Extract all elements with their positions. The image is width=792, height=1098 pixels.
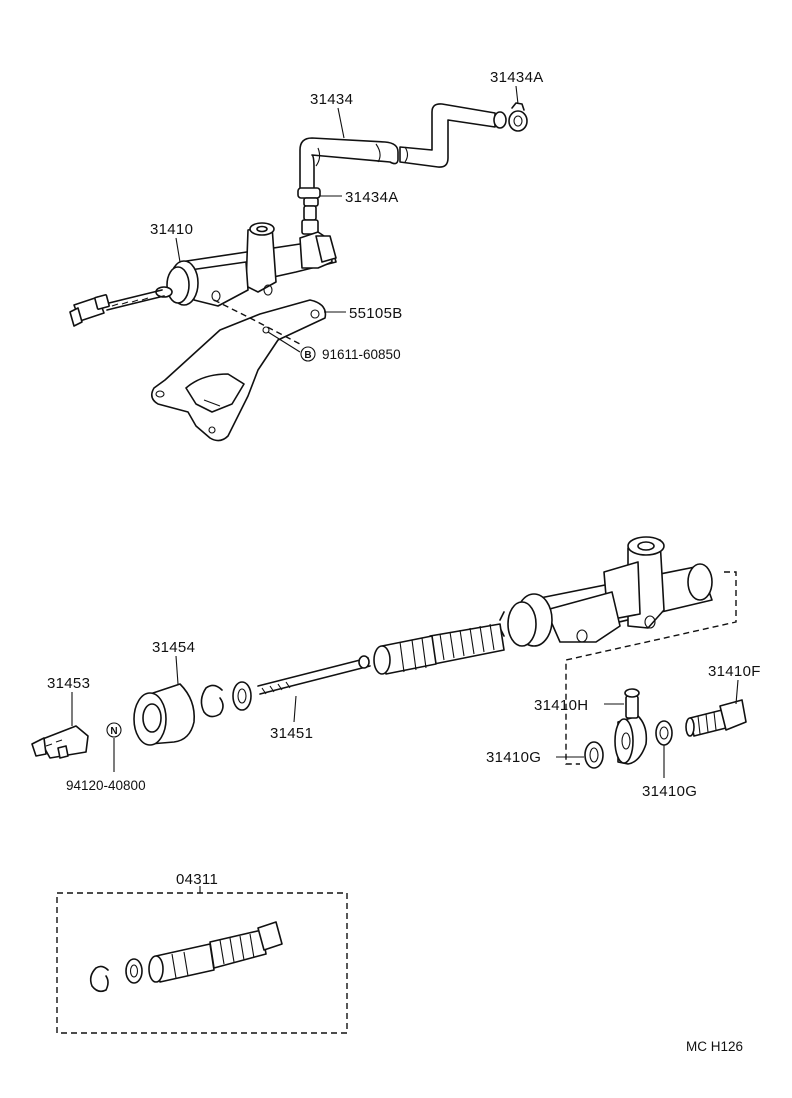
- leader-91611: [267, 331, 301, 353]
- label-31434A-mid[interactable]: 31434A: [345, 189, 399, 206]
- gasket-left[interactable]: [584, 741, 604, 769]
- leader-31434A-top: [515, 85, 519, 105]
- nut-marker-text: N: [110, 726, 117, 737]
- nut-marker-symbol: N: [106, 722, 122, 738]
- label-31451[interactable]: 31451: [270, 725, 313, 742]
- label-31410[interactable]: 31410: [150, 221, 193, 238]
- diagram-code: MC H126: [686, 1039, 743, 1054]
- master-cylinder-body[interactable]: [499, 536, 713, 647]
- union-bolt-31410F[interactable]: [685, 699, 747, 737]
- union-guide-line: [565, 571, 737, 765]
- leader-31454: [175, 655, 179, 685]
- label-31410F[interactable]: 31410F: [708, 663, 761, 680]
- kit-piston[interactable]: [148, 921, 283, 983]
- label-91611-60850[interactable]: 91611-60850: [322, 347, 401, 362]
- union-31410H[interactable]: [614, 688, 648, 765]
- label-31410G-right[interactable]: 31410G: [642, 783, 697, 800]
- reservoir-hose-31434[interactable]: [299, 103, 507, 191]
- leader-31410: [175, 237, 181, 263]
- piston-assembly[interactable]: [373, 623, 505, 675]
- kit-snap-ring[interactable]: [89, 965, 109, 993]
- kit-washer[interactable]: [125, 958, 143, 984]
- label-55105B[interactable]: 55105B: [349, 305, 403, 322]
- label-31453[interactable]: 31453: [47, 675, 90, 692]
- label-31410G-left[interactable]: 31410G: [486, 749, 541, 766]
- clevis-31453[interactable]: [31, 725, 89, 759]
- bolt-marker-text: B: [304, 350, 311, 361]
- label-31410H[interactable]: 31410H: [534, 697, 588, 714]
- label-04311[interactable]: 04311: [176, 871, 218, 888]
- hose-clip-mid[interactable]: [297, 187, 321, 207]
- label-31434A-top[interactable]: 31434A: [490, 69, 544, 86]
- push-rod-upper[interactable]: [69, 289, 165, 327]
- master-cylinder-body-upper[interactable]: [155, 222, 337, 307]
- leader-31451: [293, 695, 297, 723]
- leader-31434: [337, 107, 345, 139]
- bracket-guide-line: [213, 299, 301, 345]
- snap-ring[interactable]: [200, 684, 224, 718]
- bracket-55105B[interactable]: [150, 299, 327, 442]
- repair-kit-box: [56, 892, 348, 1034]
- leader-31410F: [735, 679, 739, 705]
- label-31454[interactable]: 31454: [152, 639, 195, 656]
- boot-31454[interactable]: [133, 683, 196, 746]
- inlet-fitting: [301, 205, 319, 235]
- push-rod-31451[interactable]: [232, 655, 371, 711]
- label-31434[interactable]: 31434: [310, 91, 353, 108]
- hose-clip-top[interactable]: [508, 102, 528, 132]
- gasket-right[interactable]: [655, 720, 673, 746]
- bolt-marker-symbol: B: [300, 346, 316, 362]
- label-94120-40800[interactable]: 94120-40800: [66, 778, 146, 793]
